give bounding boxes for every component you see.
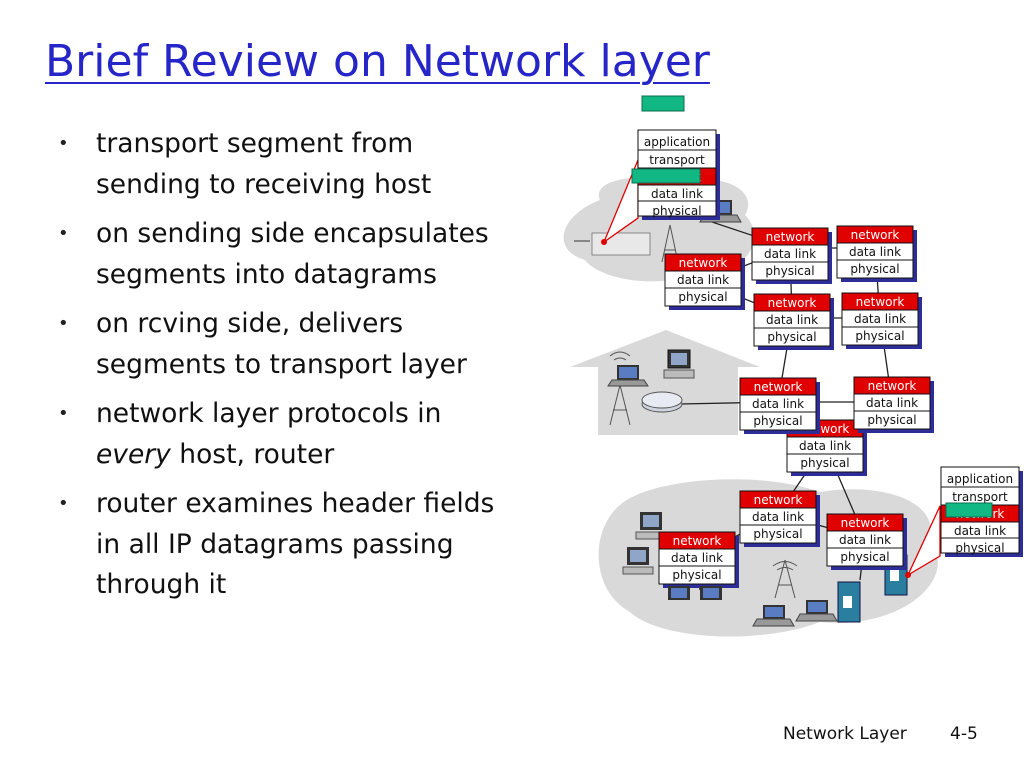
stack-layer-label: physical	[850, 262, 899, 276]
stack-layer-label: data link	[839, 533, 891, 547]
stack-layer-label: physical	[672, 568, 721, 582]
stack-layer-label: data link	[849, 245, 901, 259]
callout-wedge	[906, 505, 941, 577]
stack-layer-label: physical	[753, 414, 802, 428]
bullet-text: host, router	[170, 438, 335, 470]
stack-layer-label: transport	[952, 490, 1008, 504]
desktop-computer-icon	[622, 547, 654, 575]
bullet-item: network layer protocols in every host, r…	[58, 394, 508, 475]
router-protocol-stack: network data link physical	[836, 225, 917, 282]
router-protocol-stack: network data link physical	[739, 377, 820, 434]
stack-layer-label: network	[851, 228, 900, 242]
stack-layer-label: physical	[840, 550, 889, 564]
router-protocol-stack: network data link physical	[753, 293, 834, 350]
laptop-icon	[607, 365, 649, 387]
stack-layer-label: application	[947, 472, 1013, 486]
router-icon	[641, 391, 683, 413]
stack-layer-label: application	[644, 135, 710, 149]
slide-title: Brief Review on Network layer	[45, 36, 710, 87]
stack-layer-label: network	[673, 534, 722, 548]
desktop-computer-icon	[663, 349, 695, 379]
bullet-text: network layer protocols in	[96, 398, 442, 429]
stack-layer-label: data link	[766, 313, 818, 327]
stack-layer-label: data link	[752, 510, 804, 524]
bullet-item: on rcving side, delivers segments to tra…	[58, 304, 508, 385]
datagram-icon	[945, 502, 993, 518]
footer-section-title: Network Layer	[783, 724, 907, 744]
stack-layer-label: physical	[678, 290, 727, 304]
router-protocol-stack: network data link physical	[664, 253, 745, 310]
bullet-item: on sending side encapsulates segments in…	[58, 214, 508, 295]
router-protocol-stack: network data link physical	[751, 227, 832, 284]
stack-layer-label: data link	[764, 247, 816, 261]
stack-layer-label: data link	[854, 312, 906, 326]
callout-dot	[905, 572, 911, 578]
stack-layer-label: data link	[799, 439, 851, 453]
stack-layer-label: physical	[800, 456, 849, 470]
stack-layer-label: physical	[765, 264, 814, 278]
stack-layer-label: data link	[677, 273, 729, 287]
bullet-item: transport segment from sending to receiv…	[58, 124, 508, 205]
bullet-list: transport segment from sending to receiv…	[58, 124, 508, 615]
datagram-icon	[631, 168, 701, 184]
router-protocol-stack: network data link physical	[853, 376, 934, 433]
datagram-icon	[641, 95, 685, 112]
stack-layer-label: physical	[867, 413, 916, 427]
stack-layer-label: network	[768, 296, 817, 310]
stack-layer-label: network	[679, 256, 728, 270]
router-protocol-stack: network data link physical	[841, 292, 922, 349]
stack-layer-label: transport	[649, 153, 705, 167]
emphasis-text: every	[96, 438, 171, 470]
stack-layer-label: physical	[855, 329, 904, 343]
router-protocol-stack: network data link physical	[826, 513, 907, 570]
stack-layer-label: physical	[652, 204, 701, 218]
bullet-item: router examines header fields in all IP …	[58, 484, 508, 606]
stack-layer-label: data link	[954, 524, 1006, 538]
stack-layer-label: network	[868, 379, 917, 393]
router-protocol-stack: network data link physical	[658, 531, 739, 588]
stack-layer-label: data link	[752, 397, 804, 411]
stack-layer-label: network	[766, 230, 815, 244]
stack-layer-label: network	[841, 516, 890, 530]
router-protocol-stack: network data link physical	[739, 490, 820, 547]
stack-layer-label: data link	[866, 396, 918, 410]
laptop-icon	[752, 605, 795, 627]
callout-dot	[601, 239, 607, 245]
stack-layer-label: physical	[767, 330, 816, 344]
desktop-computer-icon	[668, 586, 722, 600]
stack-layer-label: data link	[651, 187, 703, 201]
stack-layer-label: network	[754, 493, 803, 507]
stack-layer-label: data link	[671, 551, 723, 565]
stack-layer-label: network	[856, 295, 905, 309]
stack-layer-label: network	[754, 380, 803, 394]
laptop-icon	[795, 600, 838, 622]
stack-layer-label: physical	[753, 527, 802, 541]
page-number: 4-5	[950, 724, 978, 744]
stack-layer-label: physical	[955, 541, 1004, 555]
desktop-computer-icon	[635, 512, 667, 540]
